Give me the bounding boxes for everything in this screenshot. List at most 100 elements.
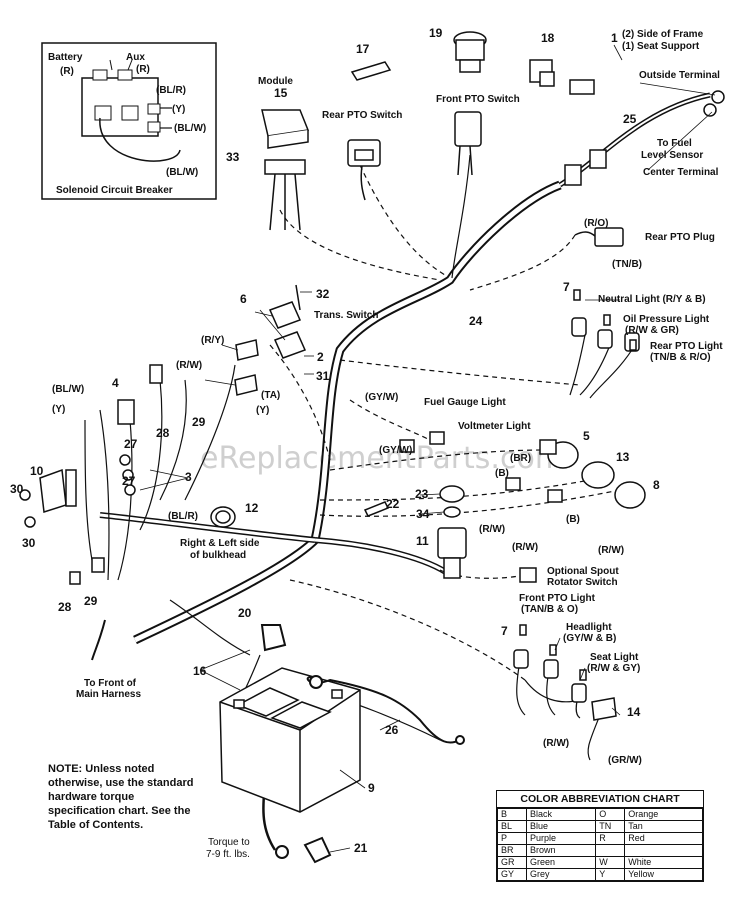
- part-number: 27: [124, 437, 138, 451]
- label-ry: (R/Y): [201, 335, 224, 346]
- part-number: 25: [623, 112, 637, 126]
- part-number: 8: [653, 478, 660, 492]
- label-oil-pressure-light: Oil Pressure Light: [623, 314, 710, 325]
- inset-label-y: (Y): [172, 104, 185, 115]
- part-number: 12: [245, 501, 259, 515]
- trans-switches: [234, 284, 307, 396]
- label-y-mid: (Y): [256, 405, 269, 416]
- color-name: Brown: [525, 844, 597, 857]
- label-level-sensor: Level Sensor: [641, 150, 703, 161]
- callout-labels: Battery (R) Aux (R) (BL/R) (Y) (BL/W) (B…: [48, 29, 723, 860]
- label-seat-light-colors: (R/W & GY): [587, 663, 640, 674]
- color-name: Red: [624, 832, 703, 845]
- part-number: 30: [10, 482, 24, 496]
- part-number: 7: [501, 624, 508, 638]
- part-number: 31: [316, 369, 330, 383]
- label-headlight: Headlight: [566, 622, 612, 633]
- label-ro: (R/O): [584, 218, 608, 229]
- label-b-1: (B): [495, 468, 509, 479]
- label-module: Module: [258, 76, 293, 87]
- label-rw-left: (R/W): [176, 360, 202, 371]
- part-number: 5: [583, 429, 590, 443]
- label-blw-left: (BL/W): [52, 384, 84, 395]
- label-oil-pressure-colors: (R/W & GR): [625, 325, 679, 336]
- light-sockets-rear: [571, 289, 640, 352]
- solenoid-body: [81, 77, 159, 137]
- label-trans-switch: Trans. Switch: [314, 310, 378, 321]
- label-to-front-1: To Front of: [84, 678, 137, 689]
- part-number: 23: [415, 487, 429, 501]
- watermark: eReplacementParts.com: [200, 441, 564, 476]
- part-number: 11: [416, 534, 429, 548]
- label-neutral-light: Neutral Light (R/Y & B): [598, 294, 706, 305]
- hardware-note: NOTE: Unless noted otherwise, use the st…: [48, 763, 194, 831]
- label-grw-bottom: (GR/W): [608, 755, 642, 766]
- label-fuel-gauge-light: Fuel Gauge Light: [424, 397, 506, 408]
- label-gyw-2: (GY/W): [379, 445, 412, 456]
- color-code: R: [595, 832, 626, 845]
- color-name: Green: [525, 856, 597, 869]
- part-number: 17: [356, 42, 370, 56]
- inset-label-blw-2: (BL/W): [166, 167, 198, 178]
- label-y-left: (Y): [52, 404, 65, 415]
- label-seat-support: (1) Seat Support: [622, 41, 700, 52]
- part-number: 20: [238, 606, 252, 620]
- label-b-2: (B): [566, 514, 580, 525]
- part-number: 33: [226, 150, 240, 164]
- color-code: O: [595, 808, 626, 821]
- label-blr-left: (BL/R): [168, 511, 198, 522]
- label-torque-2: 7-9 ft. lbs.: [206, 849, 250, 860]
- leader-lines: [139, 44, 716, 853]
- part-number: 18: [541, 31, 555, 45]
- part-number: 27: [122, 474, 136, 488]
- color-code: [595, 844, 626, 857]
- part-19-key-switch: [453, 31, 487, 73]
- color-code: GY: [497, 868, 527, 881]
- main-harness: [91, 92, 711, 661]
- part-number: 32: [316, 287, 330, 301]
- part-number: 28: [156, 426, 170, 440]
- part-number: 29: [192, 415, 206, 429]
- label-gyw: (GY/W): [365, 392, 398, 403]
- module-15: [261, 109, 310, 231]
- label-rw-c: (R/W): [598, 545, 624, 556]
- part-number: 24: [469, 314, 483, 328]
- color-code: BR: [497, 844, 527, 857]
- gauges: [399, 431, 646, 509]
- part-number: 22: [386, 497, 400, 511]
- part-number: 3: [185, 470, 192, 484]
- label-seat-light: Seat Light: [590, 652, 639, 663]
- color-name: [624, 844, 703, 857]
- front-pto-switch: [454, 111, 482, 176]
- inset-label-blr: (BL/R): [156, 85, 186, 96]
- label-voltmeter-light: Voltmeter Light: [458, 421, 531, 432]
- label-front-pto-light: Front PTO Light: [519, 593, 596, 604]
- part-number: 21: [354, 841, 368, 855]
- part-18-relay: [529, 59, 555, 87]
- part-number: 2: [317, 350, 324, 364]
- part-number: 10: [30, 464, 44, 478]
- front-light-sockets: [513, 624, 617, 721]
- left-bracket-assembly: [19, 364, 163, 585]
- label-rw-bottom: (R/W): [543, 738, 569, 749]
- color-code: W: [595, 856, 626, 869]
- color-code: GR: [497, 856, 527, 869]
- label-headlight-colors: (GY/W & B): [563, 633, 616, 644]
- part-number: 26: [385, 723, 399, 737]
- part-number: 15: [274, 86, 288, 100]
- part-number: 7: [563, 280, 570, 294]
- part-number: 29: [84, 594, 98, 608]
- inset-label-battery: Battery: [48, 52, 83, 63]
- color-name: Purple: [525, 832, 597, 845]
- rear-pto-plug: [574, 227, 624, 247]
- color-name: Orange: [624, 808, 703, 821]
- label-outside-terminal: Outside Terminal: [639, 70, 720, 81]
- color-name: Grey: [525, 868, 597, 881]
- color-name: Tan: [624, 820, 703, 833]
